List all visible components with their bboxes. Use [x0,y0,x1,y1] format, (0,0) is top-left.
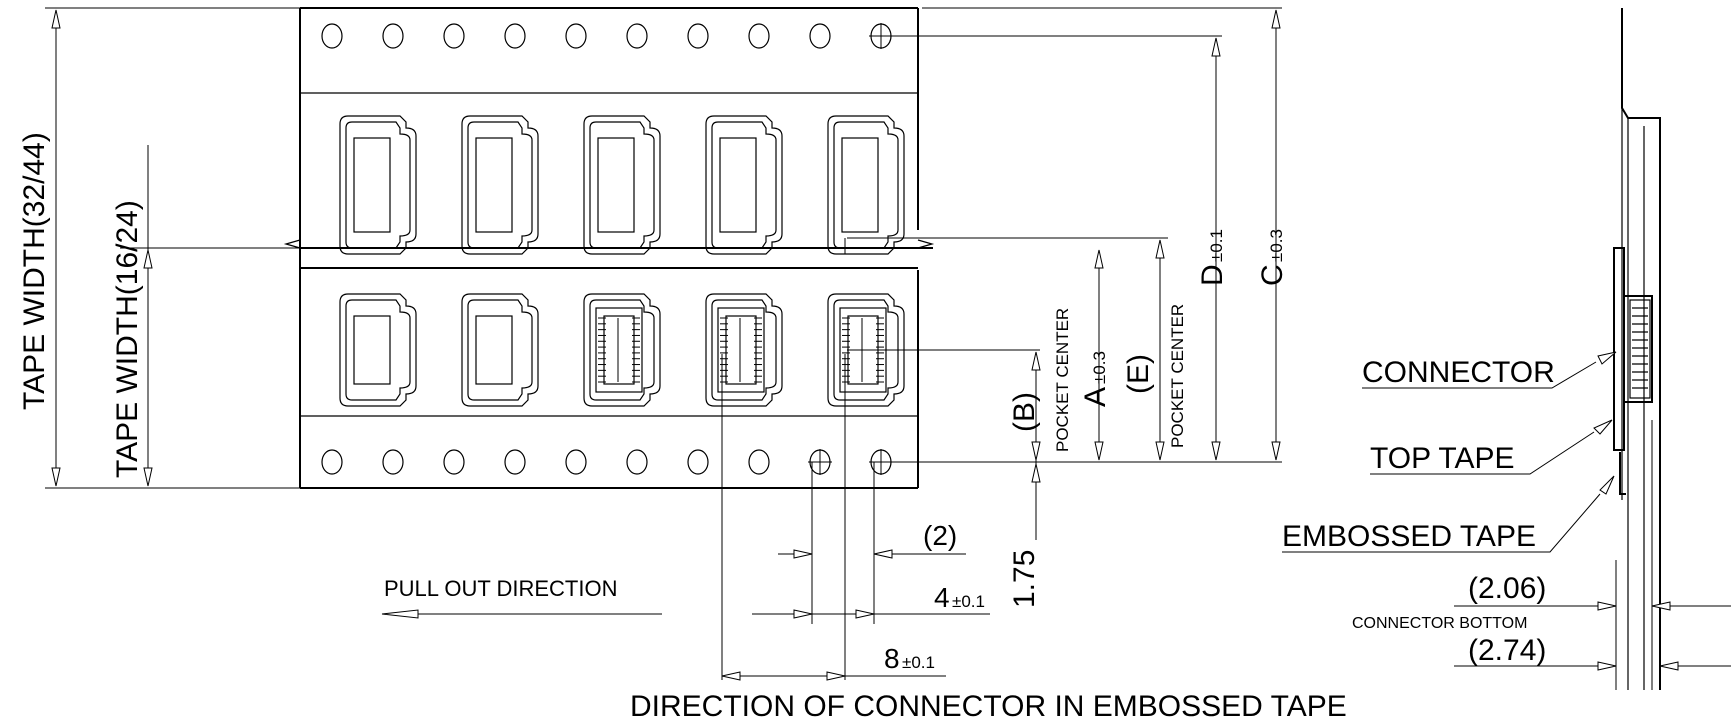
sprocket-hole [687,23,709,49]
top-tape-label: TOP TAPE [1370,442,1515,475]
dim-e-label: (E) [1122,354,1155,394]
dim-206-label: (2.06) [1468,572,1546,605]
sprocket-hole [321,449,343,475]
empty-pocket [705,115,783,255]
empty-pocket [827,115,905,255]
pitch-dimensions [381,354,990,681]
dim-2-label: (2) [923,520,957,551]
pockets-upper-row [339,115,905,255]
dim-b-label: (B) [1008,392,1041,432]
sprocket-holes-bottom [321,449,893,475]
dim-8-label: 8 [884,643,900,674]
dim-274-label: (2.74) [1468,634,1546,667]
empty-pocket [461,115,539,255]
pockets-lower-row [339,293,905,407]
empty-pocket [339,293,417,407]
sprocket-hole [748,23,770,49]
sprocket-hole [443,23,465,49]
sprocket-hole [443,449,465,475]
tape-width-dimensions [45,7,300,489]
connector-bottom-label: CONNECTOR BOTTOM [1352,615,1527,632]
tape-width-inner-label: TAPE WIDTH(16/24) [111,200,144,478]
empty-pocket [339,115,417,255]
sprocket-hole [504,449,526,475]
dim-a-label: A [1079,387,1112,407]
dim-8-tolerance: ±0.1 [902,653,935,672]
dim-d-label: D [1196,264,1229,286]
side-view [1613,8,1661,690]
sprocket-hole [504,23,526,49]
pocket-center-e-label: POCKET CENTER [1168,304,1187,448]
tape-outline [283,7,935,489]
tape-width-outer-label: TAPE WIDTH(32/44) [18,132,51,410]
pocket-with-connector [705,293,783,407]
sprocket-holes-top [321,23,893,49]
embossed-tape-label: EMBOSSED TAPE [1282,520,1536,553]
vertical-dimensions [847,7,1282,540]
dim-d-tolerance: ±0.1 [1207,229,1226,262]
sprocket-hole [565,449,587,475]
pull-out-direction-label: PULL OUT DIRECTION [384,576,617,601]
dim-4-label: 4 [934,582,950,613]
sprocket-hole [565,23,587,49]
sprocket-hole [626,23,648,49]
sprocket-hole [809,23,831,49]
direction-caption: DIRECTION OF CONNECTOR IN EMBOSSED TAPE [630,690,1347,720]
empty-pocket [583,115,661,255]
connector-label: CONNECTOR [1362,356,1555,389]
side-view-leaders [1282,351,1731,690]
pocket-center-a-label: POCKET CENTER [1053,308,1072,452]
sprocket-hole [382,449,404,475]
sprocket-hole [687,449,709,475]
dim-175-label: 1.75 [1008,550,1041,608]
sprocket-hole [748,449,770,475]
sprocket-hole [626,449,648,475]
pocket-with-connector [583,293,661,407]
dim-c-tolerance: ±0.3 [1267,229,1286,262]
sprocket-hole [321,23,343,49]
dim-4-tolerance: ±0.1 [952,592,985,611]
sprocket-hole [382,23,404,49]
dim-c-label: C [1256,264,1289,286]
empty-pocket [461,293,539,407]
dim-a-tolerance: ±0.3 [1090,351,1109,384]
